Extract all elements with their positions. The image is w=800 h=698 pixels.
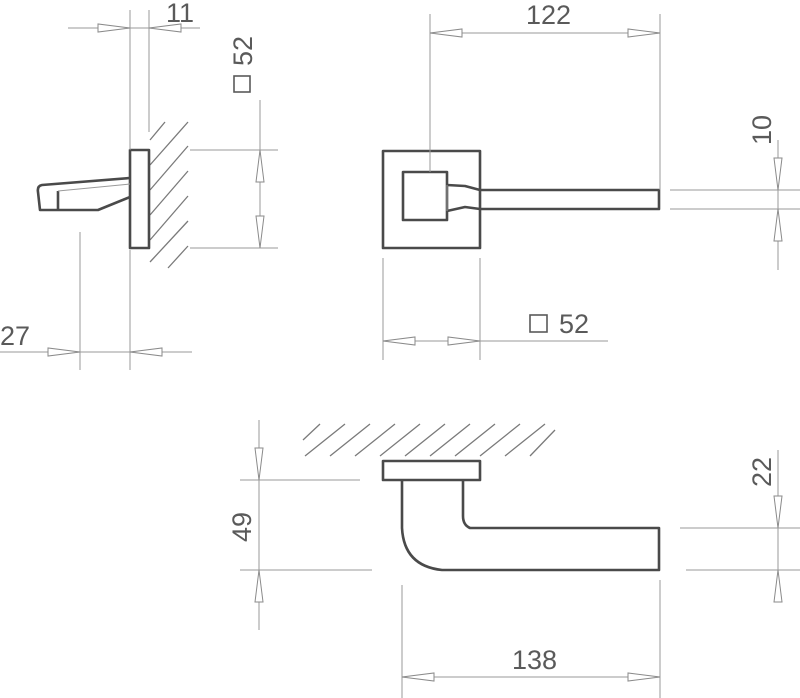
- dim-top-height: 49: [227, 512, 257, 542]
- top-wall-hatch: [302, 423, 556, 457]
- dim-side-projection: 27: [0, 321, 30, 351]
- side-wall-hatch: [149, 121, 189, 269]
- dim-side-thickness: 11: [166, 0, 194, 28]
- dim-top-lever-thickness: 22: [747, 457, 777, 487]
- square-symbol-icon: [233, 75, 251, 93]
- dim-front-lever-width: 10: [747, 115, 777, 145]
- front-square-symbol-icon: [529, 314, 548, 333]
- side-view: 11 52 27: [0, 0, 278, 370]
- front-lever-neck: [401, 170, 449, 222]
- dim-front-rose: 52: [559, 309, 589, 339]
- side-rose-plate: [128, 148, 151, 250]
- dim-top-length: 138: [512, 645, 557, 675]
- top-view: 49 22 138: [227, 420, 800, 698]
- front-rose-plate: [381, 149, 482, 250]
- front-lever-arm: [446, 183, 661, 213]
- dim-front-length: 122: [526, 0, 571, 30]
- dim-side-rose: 52: [228, 36, 258, 66]
- top-rose-plate: [381, 459, 482, 482]
- side-lever: [36, 176, 131, 212]
- front-view: 122 10 52: [381, 0, 800, 360]
- top-lever-profile: [400, 480, 661, 572]
